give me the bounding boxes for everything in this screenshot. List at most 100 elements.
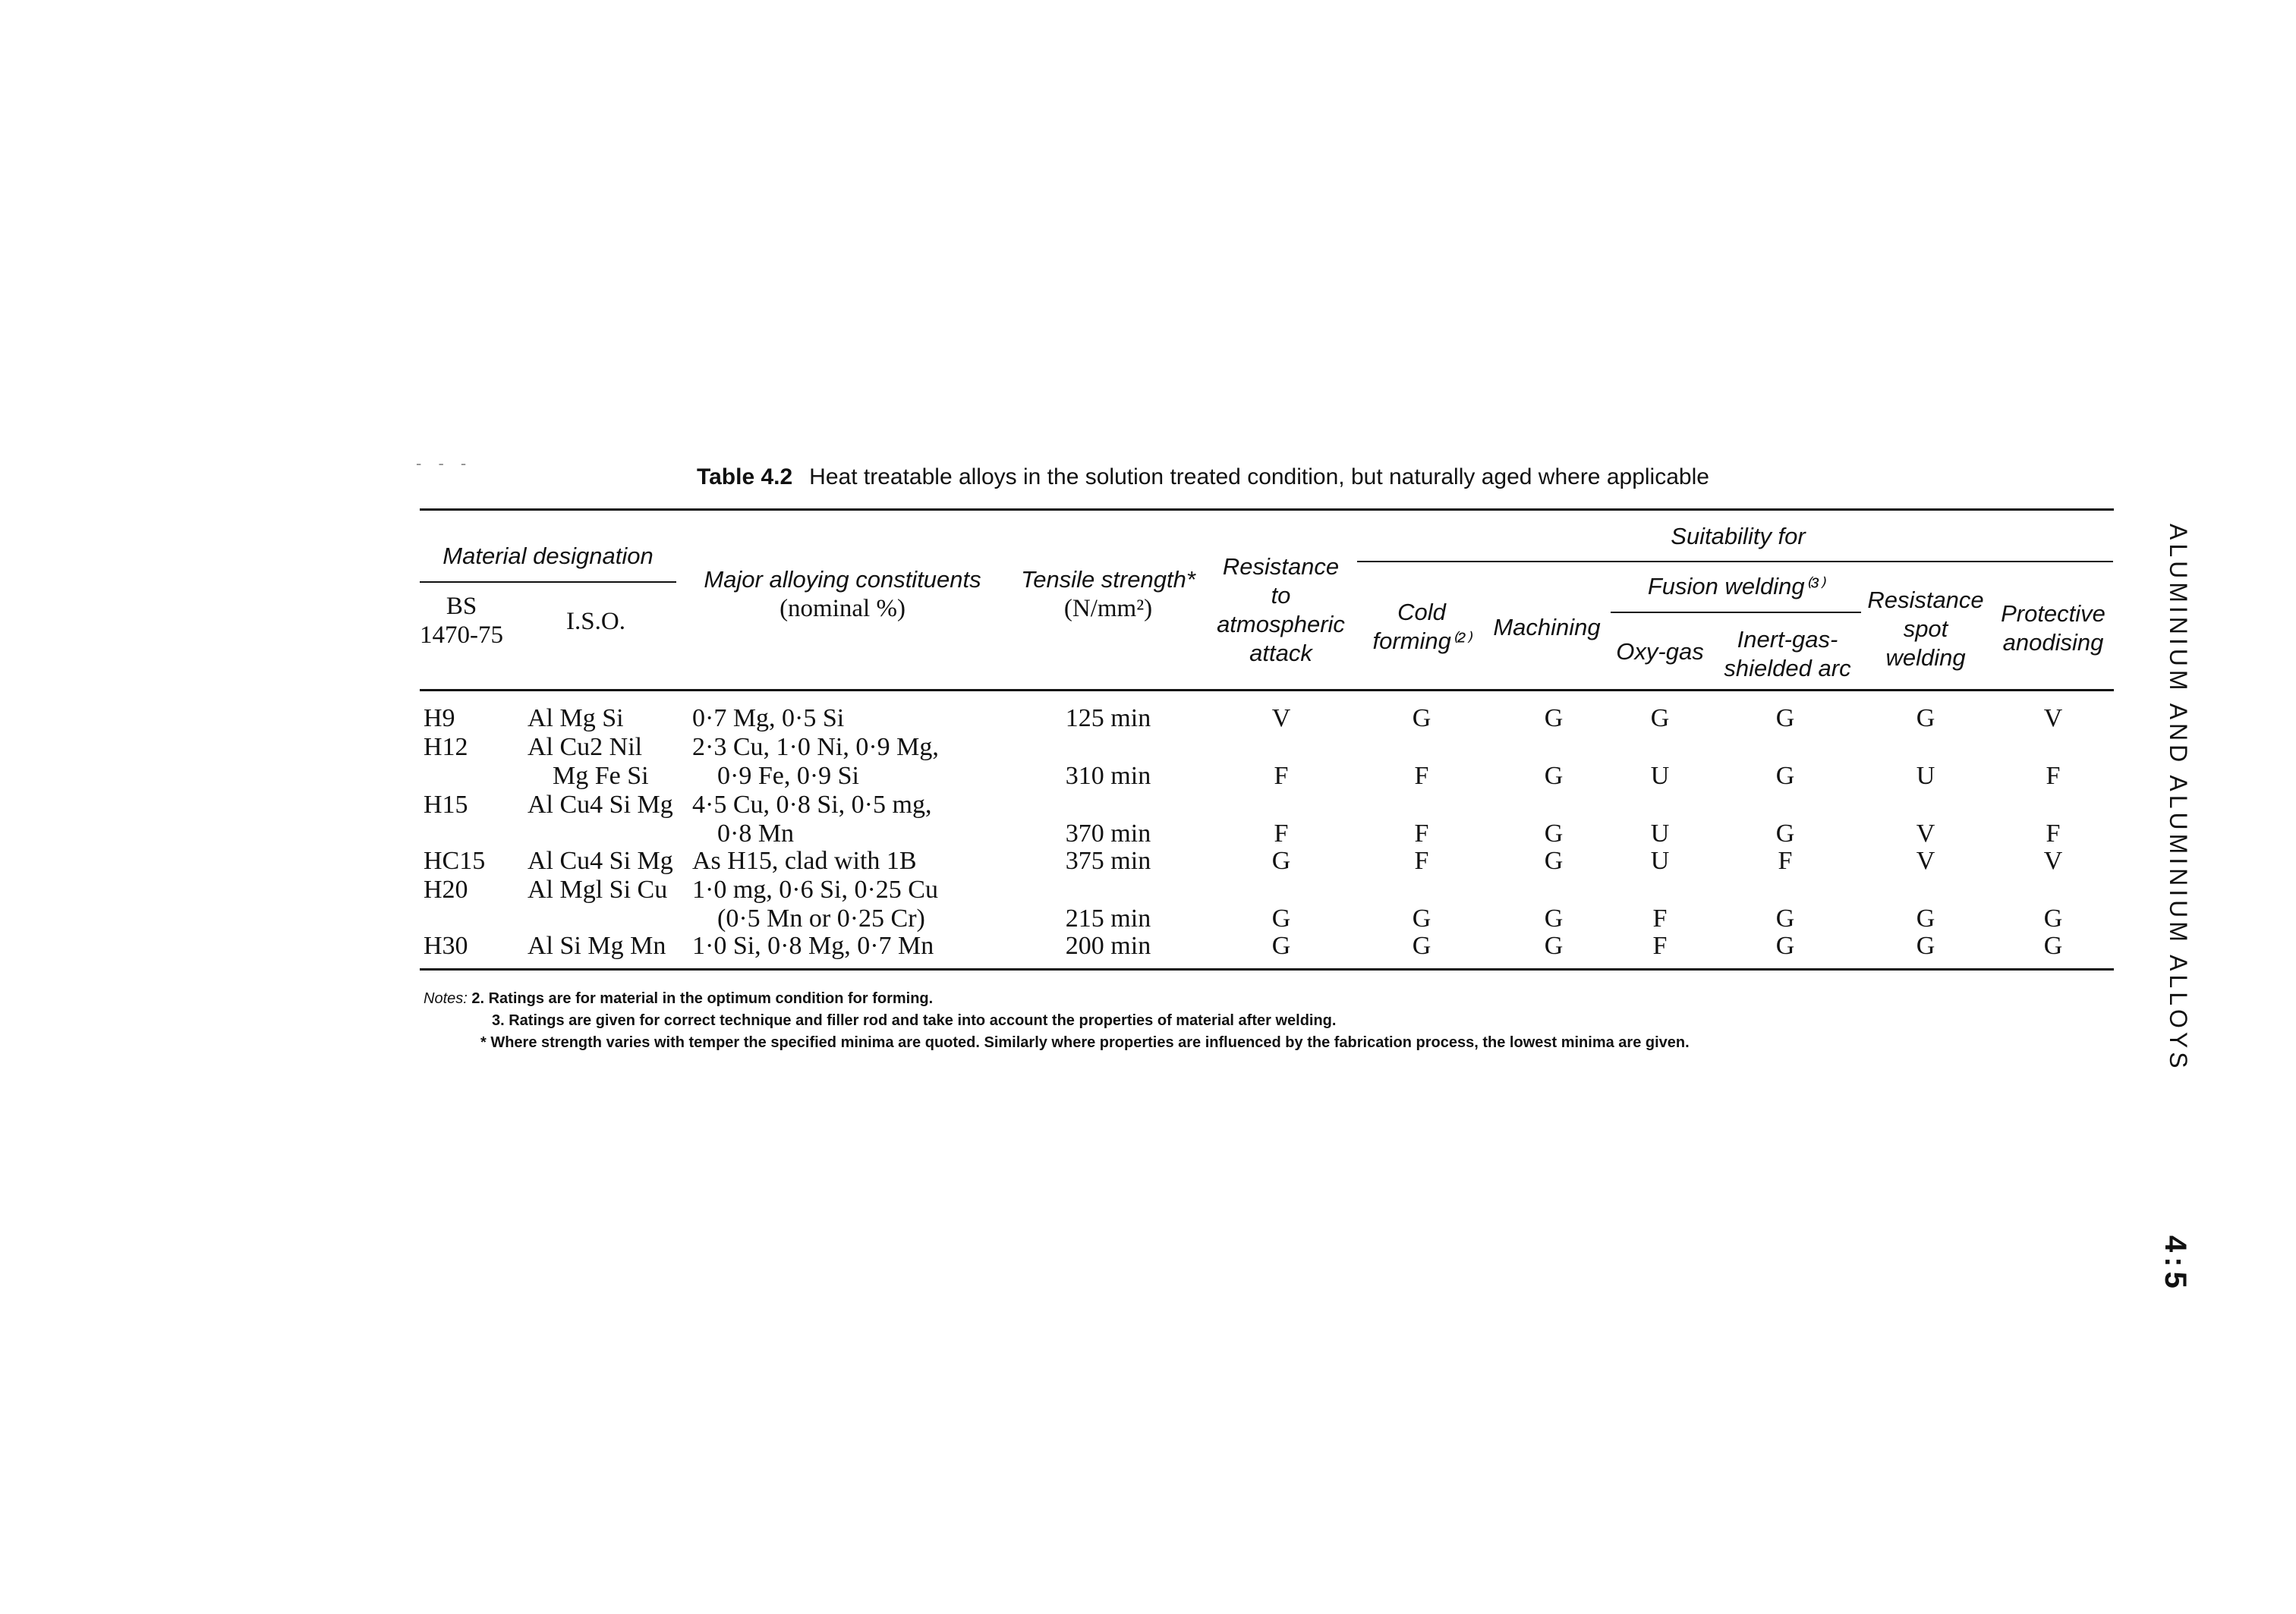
header-inert-gas: Inert-gas- shielded arc	[1712, 625, 1863, 683]
header-major-alloying: Major alloying constituents (nominal %)	[679, 565, 1006, 623]
cell-cold-forming: F	[1414, 847, 1429, 875]
header-line: Protective	[2001, 600, 2105, 627]
cell-attack: V	[1271, 704, 1291, 732]
cell-alloying: 1·0 mg, 0·6 Si, 0·25 Cu	[692, 876, 938, 904]
cell-cold-forming: F	[1414, 762, 1429, 790]
header-line: atmospheric	[1217, 611, 1345, 637]
cell-iso: Al Cu2 Nil	[528, 733, 643, 761]
header-line: welding	[1885, 644, 1966, 671]
cell-anodising: G	[2043, 905, 2063, 933]
header-line: forming⁽²⁾	[1372, 628, 1471, 654]
cell-resistance-spot: G	[1916, 905, 1935, 933]
header-oxy-gas: Oxy-gas	[1616, 638, 1704, 665]
cell-inert-gas: G	[1775, 905, 1795, 933]
cell-oxy-gas: G	[1650, 704, 1670, 732]
cell-inert-gas: G	[1775, 932, 1795, 960]
note-asterisk: * Where strength varies with temper the …	[480, 1034, 1690, 1051]
cell-machining: G	[1544, 847, 1564, 875]
cell-tensile: 125 min	[1065, 704, 1151, 732]
decorative-dashes: - - -	[416, 454, 473, 473]
header-bs-line: 1470-75	[420, 621, 503, 649]
cell-anodising: V	[2043, 847, 2063, 875]
table-bottom-rule	[420, 968, 2114, 971]
cell-attack: F	[1274, 820, 1289, 848]
cell-inert-gas: G	[1775, 704, 1795, 732]
suitability-rule	[1357, 561, 2113, 562]
header-machining: Machining	[1493, 614, 1601, 640]
header-line: Resistance	[1222, 553, 1340, 580]
cell-resistance-spot: G	[1916, 704, 1935, 732]
cell-tensile: 375 min	[1065, 847, 1151, 875]
header-line: Cold	[1397, 599, 1446, 625]
cell-iso: Al Mgl Si Cu	[528, 876, 668, 904]
cell-tensile: 200 min	[1065, 932, 1151, 960]
cell-iso: Al Si Mg Mn	[528, 932, 666, 960]
cell-resistance-spot: V	[1916, 847, 1935, 875]
cell-anodising: G	[2043, 932, 2063, 960]
cell-alloying: 1·0 Si, 0·8 Mg, 0·7 Mn	[692, 932, 934, 960]
header-resistance-attack: Resistance to atmospheric attack	[1207, 552, 1355, 668]
header-cold-forming: Cold forming⁽²⁾	[1357, 598, 1486, 656]
cell-alloying: 0·9 Fe, 0·9 Si	[717, 762, 859, 790]
table-number: Table 4.2	[697, 464, 793, 489]
cell-attack: G	[1271, 847, 1291, 875]
cell-oxy-gas: U	[1650, 847, 1670, 875]
header-line: (N/mm²)	[1063, 595, 1153, 622]
cell-machining: G	[1544, 905, 1564, 933]
header-line: Major alloying constituents	[704, 566, 981, 593]
cell-machining: G	[1544, 704, 1564, 732]
cell-anodising: V	[2043, 704, 2063, 732]
header-bottom-rule	[420, 689, 2114, 691]
cell-machining: G	[1544, 762, 1564, 790]
cell-alloying: 0·8 Mn	[717, 820, 795, 848]
cell-inert-gas: G	[1775, 762, 1795, 790]
header-material-designation: Material designation	[443, 543, 654, 569]
cell-iso: Al Mg Si	[528, 704, 624, 732]
cell-inert-gas: F	[1778, 847, 1793, 875]
cell-iso: Mg Fe Si	[553, 762, 649, 790]
cell-tensile: 310 min	[1065, 762, 1151, 790]
cell-iso: Al Cu4 Si Mg	[528, 791, 673, 819]
cell-tensile: 370 min	[1065, 820, 1151, 848]
header-line: Tensile strength*	[1021, 566, 1195, 593]
header-line: spot	[1903, 615, 1948, 642]
note-2: 2. Ratings are for material in the optim…	[471, 990, 934, 1007]
material-designation-rule	[420, 581, 676, 583]
note-line: Notes: 2. Ratings are for material in th…	[424, 988, 1690, 1010]
cell-bs: H20	[424, 876, 468, 904]
cell-machining: G	[1544, 932, 1564, 960]
header-protective-anodising: Protective anodising	[1992, 599, 2114, 657]
header-fusion-welding: Fusion welding⁽³⁾	[1647, 573, 1825, 599]
cell-tensile: 215 min	[1065, 905, 1151, 933]
cell-bs: HC15	[424, 847, 486, 875]
cell-alloying: As H15, clad with 1B	[692, 847, 917, 875]
cell-bs: H15	[424, 791, 468, 819]
header-line: (nominal %)	[780, 595, 905, 622]
cell-oxy-gas: F	[1652, 905, 1668, 933]
cell-cold-forming: F	[1414, 820, 1429, 848]
table-top-rule	[420, 508, 2114, 511]
cell-oxy-gas: U	[1650, 762, 1670, 790]
cell-machining: G	[1544, 820, 1564, 848]
header-resistance-spot: Resistance spot welding	[1861, 586, 1990, 672]
header-iso: I.S.O.	[566, 608, 625, 635]
notes-label: Notes:	[424, 990, 468, 1007]
page-number: 4:5	[2159, 1235, 2192, 1293]
cell-oxy-gas: F	[1652, 932, 1668, 960]
cell-alloying: 2·3 Cu, 1·0 Ni, 0·9 Mg,	[692, 733, 939, 761]
cell-cold-forming: G	[1412, 704, 1431, 732]
fusion-welding-rule	[1611, 612, 1861, 613]
header-line: attack	[1249, 640, 1312, 666]
cell-alloying: 4·5 Cu, 0·8 Si, 0·5 mg,	[692, 791, 932, 819]
table-notes: Notes: 2. Ratings are for material in th…	[424, 988, 1690, 1054]
cell-attack: F	[1274, 762, 1289, 790]
header-line: Inert-gas-	[1737, 626, 1838, 653]
header-line: anodising	[2002, 629, 2104, 656]
cell-bs: H12	[424, 733, 468, 761]
cell-resistance-spot: U	[1916, 762, 1935, 790]
header-suitability-for: Suitability for	[1671, 523, 1806, 549]
running-header: ALUMINIUM AND ALUMINIUM ALLOYS	[2165, 524, 2192, 1072]
header-tensile-strength: Tensile strength* (N/mm²)	[1009, 565, 1207, 623]
cell-anodising: F	[2046, 762, 2061, 790]
